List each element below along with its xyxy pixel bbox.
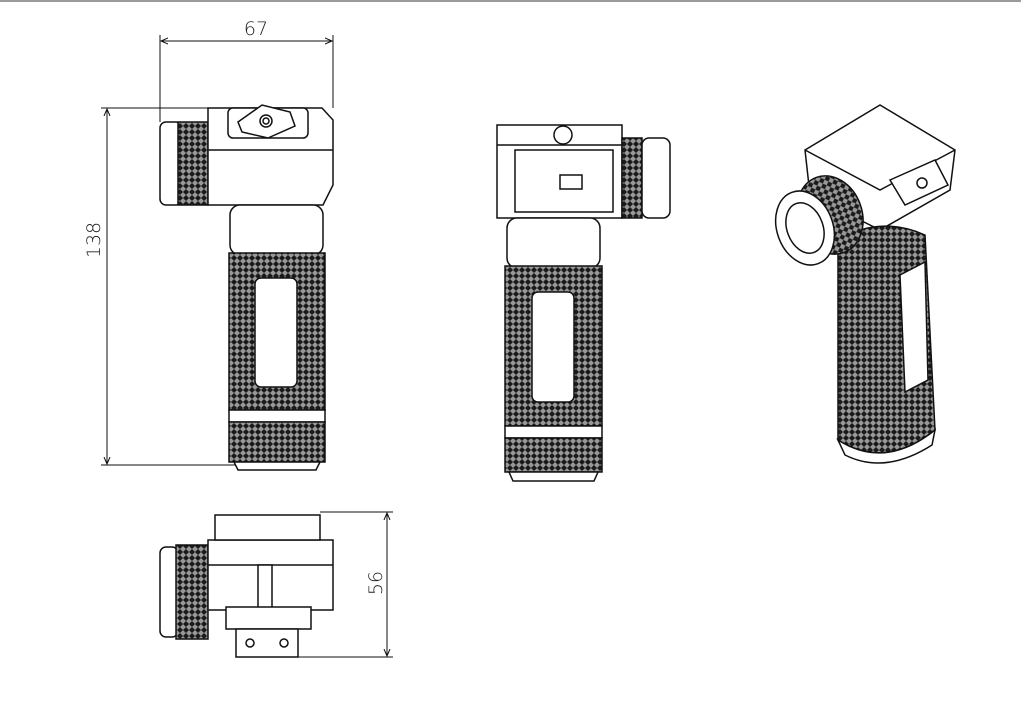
- front-view: [159, 104, 334, 471]
- isometric-view: [774, 104, 956, 464]
- dimension-depth-label: 56: [365, 571, 387, 595]
- dimension-width-label: 67: [244, 18, 268, 40]
- bottom-view: [159, 514, 334, 658]
- dimension-height: [101, 107, 235, 466]
- dimension-height-label: 138: [83, 222, 105, 258]
- top-border: [0, 0, 1021, 2]
- dimension-depth: [298, 511, 393, 658]
- side-view: [496, 124, 671, 482]
